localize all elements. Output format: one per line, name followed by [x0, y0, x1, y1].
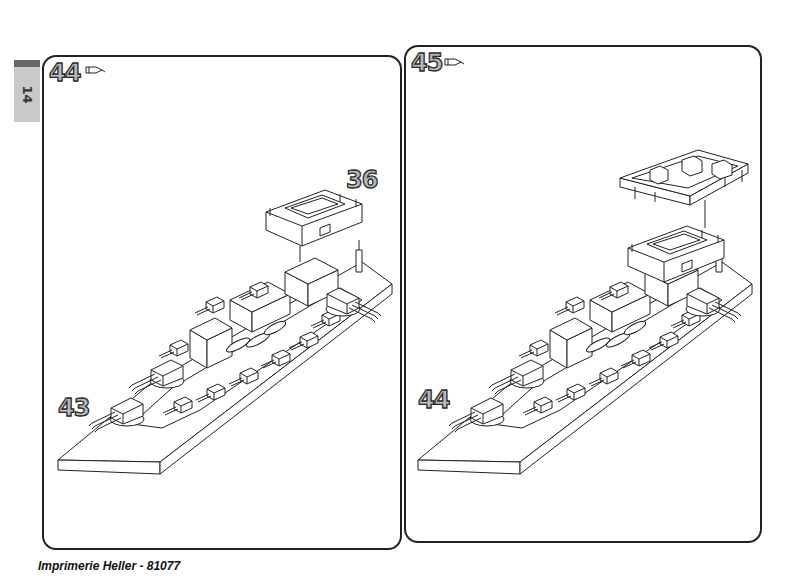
- upper-bridge-part: [635, 170, 742, 202]
- page-number: 14: [20, 85, 35, 103]
- callout-number: 44: [418, 386, 449, 414]
- callout-number: 36: [346, 166, 377, 194]
- upper-bridge-part: [682, 156, 702, 176]
- glue-icon: [86, 67, 105, 73]
- callout-number: 43: [58, 394, 89, 422]
- bridge-part: [266, 190, 362, 246]
- step-panel: 44: [42, 55, 402, 550]
- assembly-line: [300, 246, 301, 262]
- step-number: 45: [411, 49, 442, 77]
- ship-model: [418, 240, 752, 474]
- assembly-line: [300, 246, 301, 262]
- bridge-part: [628, 226, 724, 282]
- upper-bridge-part: [650, 166, 668, 184]
- upper-bridge-part: [712, 160, 732, 179]
- bridge-part: [266, 190, 362, 246]
- upper-bridge-part: [632, 156, 738, 188]
- bridge-part: [628, 226, 724, 282]
- ship-model: [58, 240, 392, 474]
- upper-bridge-part: [705, 200, 706, 228]
- glue-icon: [86, 67, 105, 73]
- step-number: 44: [49, 59, 80, 87]
- page-tab: 14: [14, 60, 40, 122]
- upper-bridge-part: [620, 150, 748, 196]
- glue-icon: [445, 59, 464, 65]
- ship-model: [418, 240, 752, 474]
- step-panel: 45: [404, 45, 762, 543]
- ship-model: [58, 240, 392, 474]
- upper-bridge-part: [620, 150, 748, 228]
- glue-icon: [445, 59, 464, 65]
- printer-credit: Imprimerie Heller - 81077: [38, 559, 180, 573]
